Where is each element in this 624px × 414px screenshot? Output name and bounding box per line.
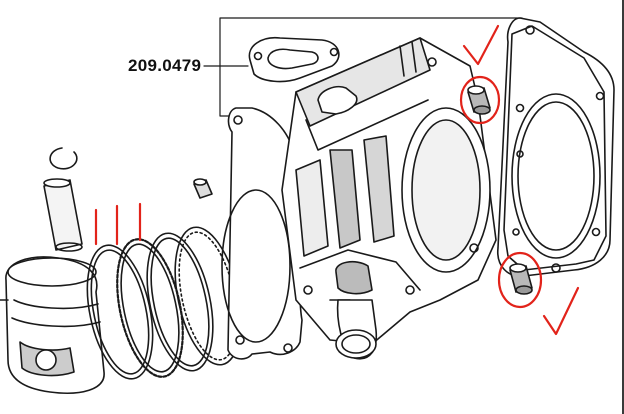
piston bbox=[0, 256, 105, 394]
circle-annotation-upper bbox=[459, 75, 501, 125]
dowel-upper bbox=[467, 85, 491, 115]
dowel-lower bbox=[509, 263, 533, 295]
base-gasket bbox=[221, 107, 303, 360]
checkmark-lower bbox=[542, 286, 580, 336]
exhaust-gasket bbox=[248, 36, 340, 83]
checkmark-upper bbox=[462, 24, 500, 66]
head-gasket bbox=[497, 17, 615, 277]
red-annotations bbox=[94, 24, 580, 336]
image-right-border bbox=[622, 0, 624, 414]
part-number-label: 209.0479 bbox=[128, 56, 202, 75]
cylinder-block bbox=[281, 37, 497, 360]
dowel-left bbox=[193, 178, 213, 199]
piston-ring-second bbox=[146, 232, 214, 372]
circle-annotation-lower bbox=[497, 251, 543, 309]
piston-pin bbox=[43, 178, 83, 252]
circlip bbox=[49, 147, 78, 170]
